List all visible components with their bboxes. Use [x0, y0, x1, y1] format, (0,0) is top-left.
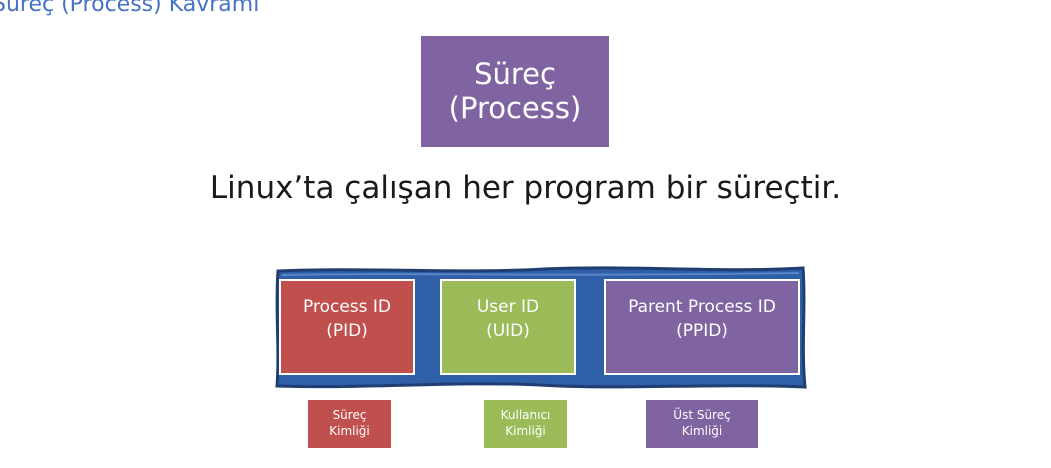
- page-title: Süreç (Process) Kavramı: [0, 0, 260, 17]
- ppid-box-line1: Parent Process ID: [628, 297, 776, 317]
- id-frame: Process ID (PID) User ID (UID) Parent Pr…: [274, 265, 807, 391]
- uid-label-line1: Kullanıcı: [500, 408, 551, 423]
- pid-label-line1: Süreç: [332, 408, 367, 423]
- ppid-label: Üst Süreç Kimliği: [646, 400, 758, 448]
- ppid-box: Parent Process ID (PPID): [604, 279, 800, 375]
- process-box-line1: Süreç: [474, 57, 556, 92]
- tagline: Linux’ta çalışan her program bir süreçti…: [209, 170, 842, 206]
- pid-box-line2: (PID): [326, 320, 368, 341]
- uid-label: Kullanıcı Kimliği: [484, 400, 567, 448]
- pid-label-line2: Kimliği: [329, 424, 370, 438]
- pid-box: Process ID (PID): [279, 279, 415, 375]
- pid-label: Süreç Kimliği: [308, 400, 391, 448]
- uid-box: User ID (UID): [440, 279, 576, 375]
- ppid-label-line2: Kimliği: [681, 424, 723, 438]
- pid-box-line1: Process ID: [303, 297, 391, 317]
- process-box: Süreç (Process): [421, 36, 609, 147]
- uid-label-line2: Kimliği: [505, 424, 546, 438]
- id-frame-highlight: [281, 272, 800, 276]
- uid-box-line2: (UID): [486, 320, 530, 341]
- ppid-box-line2: (PPID): [676, 320, 728, 341]
- process-box-line2: (Process): [448, 90, 582, 125]
- uid-box-line1: User ID: [476, 297, 540, 317]
- ppid-label-line1: Üst Süreç: [673, 408, 731, 423]
